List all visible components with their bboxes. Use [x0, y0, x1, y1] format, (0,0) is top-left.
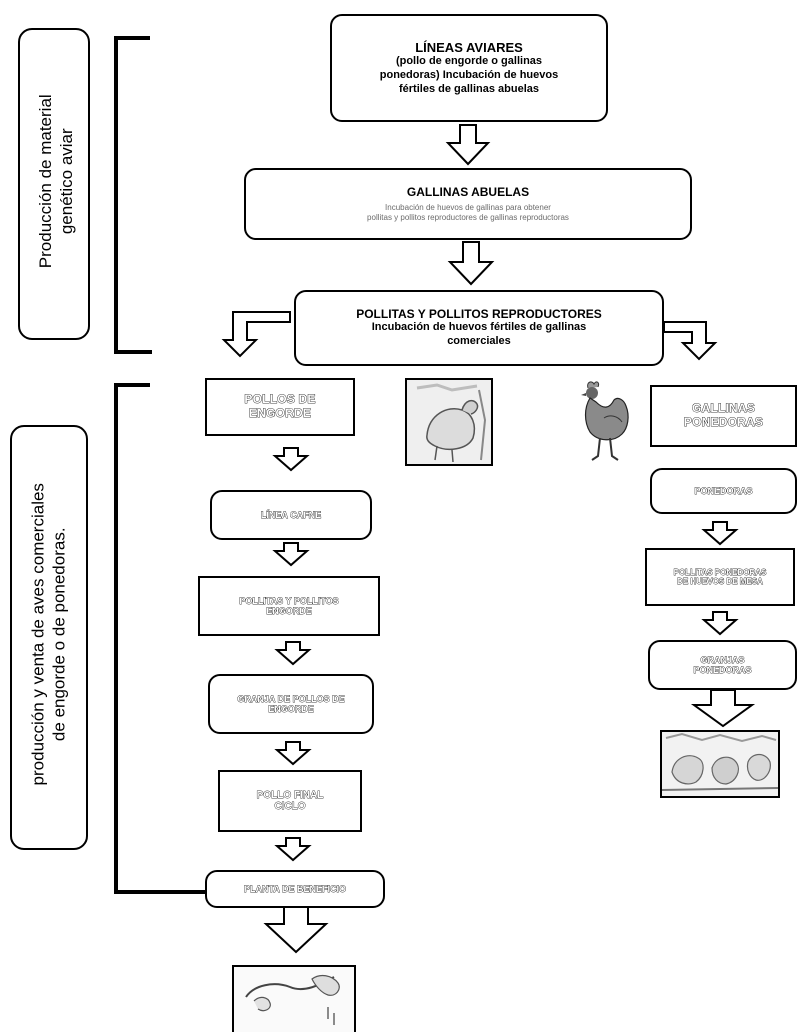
genetic-section-label: Producción de material genético aviar: [35, 25, 78, 337]
granja-pollos-line: GRANJA DE POLLOS DE: [237, 693, 345, 704]
pollitas-ponedoras-line: POLLITAS PONEDORAS: [673, 567, 767, 577]
down-arrow-icon: [263, 904, 329, 954]
bent-arrow-right-icon: [663, 321, 718, 361]
bent-arrow-left-icon: [221, 311, 291, 358]
gallinas-abuelas-faint-line: pollitas y pollitos reproductores de gal…: [367, 213, 569, 222]
granjas-ponedoras-box: GRANJAS PONEDORAS: [648, 640, 797, 690]
down-arrow-icon: [274, 837, 312, 862]
lineas-aviares-line: ponedoras) Incubación de huevos: [379, 68, 559, 81]
genetic-section-panel: Producción de material genético aviar: [18, 28, 90, 340]
pollos-engorde-line: POLLOS DE: [244, 392, 316, 407]
down-arrow-icon: [274, 741, 312, 766]
linea-carne-box: LÍNEA CAFNE: [210, 490, 372, 540]
pollitas-engorde-line: ENGORDE: [266, 606, 312, 617]
granja-pollos-line: ENGORDE: [268, 704, 314, 715]
layer-farm-photo-icon: [660, 730, 780, 798]
down-arrow-icon: [701, 521, 739, 546]
gallinas-ponedoras-line: PONEDORAS: [683, 415, 764, 429]
linea-carne-label: LÍNEA CAFNE: [260, 509, 322, 520]
ponedoras-box: PONEDORAS: [650, 468, 797, 514]
pollo-final-line: POLLO FINAL: [256, 789, 324, 801]
broiler-chicken-photo-icon: [405, 378, 493, 466]
pollitas-ponedoras-box: POLLITAS PONEDORAS DE HUEVOS DE MESA: [645, 548, 795, 606]
pollos-engorde-line: ENGORDE: [248, 406, 312, 420]
lineas-aviares-line: (pollo de engorde o gallinas: [395, 55, 543, 68]
down-arrow-icon: [690, 689, 756, 728]
commercial-label-line-1: producción y venta de aves comerciales: [28, 483, 48, 786]
down-arrow-icon: [274, 641, 312, 666]
genetic-label-line-1: Producción de material: [35, 94, 55, 269]
lineas-aviares-box: LÍNEAS AVIARES (pollo de engorde o galli…: [330, 14, 608, 122]
pollitas-ponedoras-line: DE HUEVOS DE MESA: [677, 577, 763, 587]
planta-beneficio-label: PLANTA DE BENEFICIO: [243, 883, 347, 894]
genetic-section-bracket: [114, 36, 152, 354]
down-arrow-icon: [272, 542, 310, 567]
gallinas-ponedoras-line: GALLINAS: [692, 401, 756, 416]
down-arrow-icon: [701, 611, 739, 636]
reproductores-title: POLLITAS Y POLLITOS REPRODUCTORES: [356, 307, 602, 322]
gallinas-abuelas-faint-line: Incubación de huevos de gallinas para ob…: [385, 202, 551, 212]
pollitas-reproductores-box: POLLITAS Y POLLITOS REPRODUCTORES Incuba…: [294, 290, 664, 366]
gallinas-abuelas-title: GALLINAS ABUELAS: [406, 184, 530, 199]
granja-pollos-box: GRANJA DE POLLOS DE ENGORDE: [208, 674, 374, 734]
gallinas-ponedoras-box: GALLINAS PONEDORAS: [650, 385, 797, 447]
granjas-ponedoras-line: PONEDORAS: [693, 665, 752, 676]
processed-chicken-photo-icon: [232, 965, 356, 1032]
commercial-label-line-2: de engorde o de ponedoras.: [49, 527, 69, 742]
down-arrow-icon: [445, 124, 491, 166]
pollo-final-line: CICLO: [274, 801, 306, 813]
lineas-aviares-line: fértiles de gallinas abuelas: [398, 82, 539, 95]
down-arrow-icon: [447, 241, 495, 286]
pollitas-engorde-line: POLLITAS Y POLLITOS: [239, 595, 339, 606]
planta-beneficio-box: PLANTA DE BENEFICIO: [205, 870, 385, 908]
commercial-section-label: producción y venta de aves comerciales d…: [27, 422, 70, 847]
commercial-section-panel: producción y venta de aves comerciales d…: [10, 425, 88, 850]
pollitas-engorde-box: POLLITAS Y POLLITOS ENGORDE: [198, 576, 380, 636]
pollos-engorde-box: POLLOS DE ENGORDE: [205, 378, 355, 436]
down-arrow-icon: [272, 447, 310, 472]
hen-photo-icon: [570, 378, 634, 468]
granjas-ponedoras-line: GRANJAS: [700, 654, 745, 665]
genetic-label-line-2: genético aviar: [57, 128, 76, 235]
commercial-section-bracket: [114, 383, 208, 894]
reproductores-line: Incubación de huevos fértiles de gallina…: [371, 321, 587, 334]
ponedoras-label: PONEDORAS: [694, 485, 753, 496]
pollo-final-ciclo-box: POLLO FINAL CICLO: [218, 770, 362, 832]
reproductores-line: comerciales: [447, 335, 511, 348]
gallinas-abuelas-box: GALLINAS ABUELAS Incubación de huevos de…: [244, 168, 692, 240]
lineas-aviares-title: LÍNEAS AVIARES: [415, 39, 523, 55]
